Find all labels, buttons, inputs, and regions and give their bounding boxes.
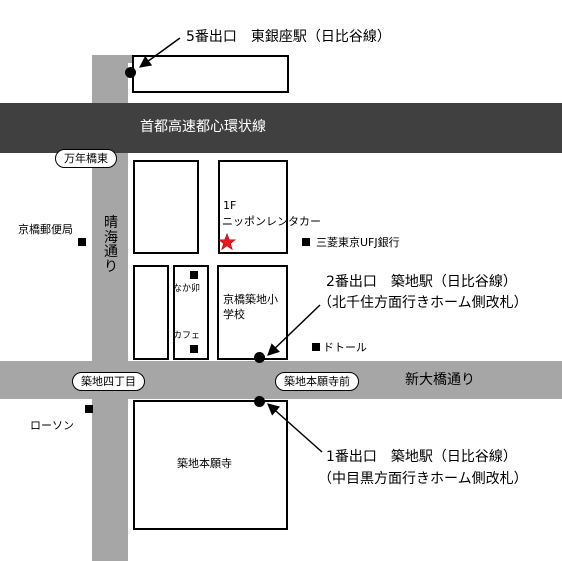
exit2-arrow xyxy=(267,304,321,356)
mufg-marker xyxy=(302,238,310,246)
school-text: 京橋築地小学校 xyxy=(223,293,278,321)
exit5-dot xyxy=(125,67,136,78)
harumi-dori-label: 晴海通り xyxy=(104,216,120,275)
doutor-label: ドトール xyxy=(323,341,367,354)
badge-tsukiji-honganji-mae: 築地本願寺前 xyxy=(275,372,359,392)
expressway xyxy=(0,103,562,153)
exit2-label-line1: 2番出口 築地駅（日比谷線） xyxy=(326,274,517,290)
cafe-label: カフェ xyxy=(173,331,201,341)
block-top xyxy=(132,55,289,93)
kyobashi-post-label: 京橋郵便局 xyxy=(18,223,73,236)
block-honganji xyxy=(133,400,288,530)
exit1-arrow xyxy=(267,403,323,453)
nakau-label: なか卯 xyxy=(173,284,201,294)
destination-name: ニッポンレンタカー xyxy=(222,215,321,228)
exit1-label-line1: 1番出口 築地駅（日比谷線） xyxy=(326,449,517,465)
exit1-dot xyxy=(254,396,265,407)
exit2-label-line2: （北千住方面行きホーム側改札） xyxy=(318,295,528,311)
honganji-label: 築地本願寺 xyxy=(177,457,232,470)
harumi-dori-text: 晴海通り xyxy=(104,215,118,276)
badge-tsukiji-4chome: 築地四丁目 xyxy=(72,372,145,392)
mufg-label: 三菱東京UFJ銀行 xyxy=(316,236,400,249)
cafe-marker xyxy=(190,345,198,353)
exit5-label: 5番出口 東銀座駅（日比谷線） xyxy=(186,29,391,45)
exit2-dot xyxy=(254,352,265,363)
badge-mannenbashi-higashi: 万年橋東 xyxy=(55,149,117,169)
kyobashi-post-marker xyxy=(78,238,86,246)
exit5-arrow xyxy=(139,37,181,68)
block-upper-left xyxy=(133,160,199,254)
nakau-marker xyxy=(190,271,198,279)
block-shops xyxy=(173,265,209,360)
lawson-label: ローソン xyxy=(30,419,74,432)
block-rental xyxy=(218,160,288,254)
school-label-1: 京橋築地小学校 xyxy=(223,293,287,323)
destination-floor: 1F xyxy=(223,199,237,212)
shin-ohashi-dori-label: 新大橋通り xyxy=(405,372,475,388)
lawson-marker xyxy=(85,405,93,413)
destination-star-icon xyxy=(217,232,237,251)
block-mid-left xyxy=(133,265,169,360)
exit1-label-line2: （中目黒方面行きホーム側改札） xyxy=(318,471,528,487)
doutor-marker xyxy=(312,343,320,351)
expressway-label: 首都高速都心環状線 xyxy=(140,119,266,135)
